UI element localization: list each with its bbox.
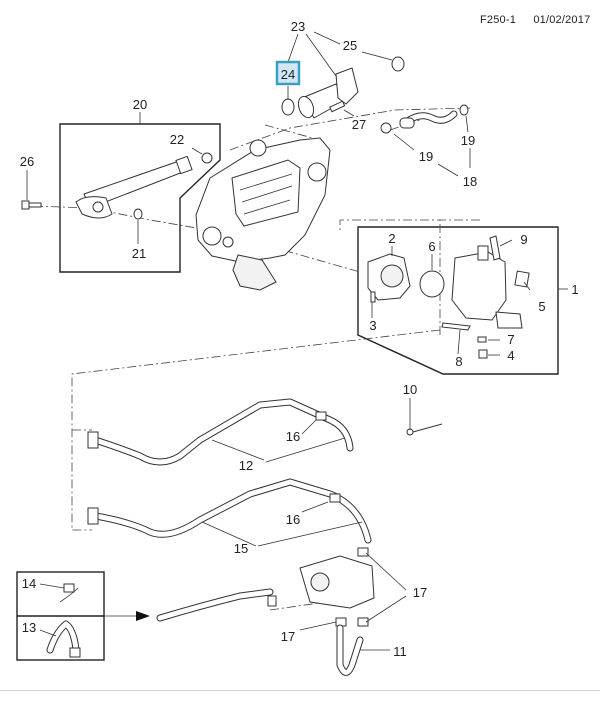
- hose-18: [380, 104, 469, 134]
- water-pump: [299, 547, 375, 627]
- bracket-8: [441, 322, 471, 331]
- callout-24[interactable]: 24: [281, 67, 295, 82]
- group-1-frame: [357, 226, 568, 375]
- inset-hose-13: [46, 620, 81, 658]
- clamp-17c: [357, 617, 369, 627]
- callout-12[interactable]: 12: [239, 458, 253, 473]
- coolant-pipe-20: [75, 152, 213, 220]
- callout-8[interactable]: 8: [455, 354, 462, 369]
- outlet-23: [281, 56, 405, 119]
- leader-lines: [39, 31, 531, 651]
- hose-13-lower: [156, 588, 277, 622]
- callout-27[interactable]: 27: [352, 117, 366, 132]
- callout-15[interactable]: 15: [234, 541, 248, 556]
- o-ring-22: [201, 152, 213, 164]
- callout-17-right[interactable]: 17: [413, 585, 427, 600]
- callout-7[interactable]: 7: [507, 332, 514, 347]
- arrow-icon: [136, 611, 150, 621]
- engine-housing: [195, 137, 331, 291]
- callout-26[interactable]: 26: [20, 154, 34, 169]
- seal-6: [419, 270, 445, 298]
- callout-9[interactable]: 9: [520, 232, 527, 247]
- figure-date: 01/02/2017: [533, 14, 591, 26]
- callout-3[interactable]: 3: [369, 318, 376, 333]
- hose-11: [336, 624, 364, 676]
- footer-divider: [0, 690, 600, 691]
- highlight-callout-box[interactable]: [275, 60, 301, 86]
- bolt-10: [406, 423, 443, 436]
- callout-17-left[interactable]: 17: [281, 629, 295, 644]
- callout-labels: 23 25 24 27 19 19 18 20 22 26 21 2 6 9 1…: [20, 19, 579, 659]
- callout-2[interactable]: 2: [388, 231, 395, 246]
- callout-20[interactable]: 20: [133, 97, 147, 112]
- callout-13[interactable]: 13: [22, 620, 36, 635]
- callout-19-right[interactable]: 19: [461, 133, 475, 148]
- callout-25[interactable]: 25: [343, 38, 357, 53]
- bolt-26: [21, 170, 42, 210]
- o-ring-19b: [459, 104, 469, 116]
- callout-11[interactable]: 11: [393, 644, 407, 659]
- figure-id: F250-1: [480, 14, 517, 26]
- sensor-9: [489, 235, 501, 261]
- o-ring-25: [391, 56, 405, 72]
- callout-4[interactable]: 4: [507, 348, 514, 363]
- callout-18[interactable]: 18: [463, 174, 477, 189]
- thermostat-housing: [367, 235, 530, 359]
- clamp-17a: [357, 547, 369, 557]
- washer-7: [477, 336, 487, 343]
- gasket-5: [514, 270, 530, 288]
- callout-14[interactable]: 14: [22, 576, 36, 591]
- bolt-3: [370, 291, 376, 303]
- group-20-frame: [59, 112, 221, 273]
- o-ring-19a: [380, 122, 392, 134]
- callout-6[interactable]: 6: [428, 239, 435, 254]
- inset-frame: [16, 571, 150, 661]
- callout-23[interactable]: 23: [291, 19, 305, 34]
- callout-16-upper[interactable]: 16: [286, 429, 300, 444]
- inset-clip-14: [59, 583, 79, 603]
- callout-19-left[interactable]: 19: [419, 149, 433, 164]
- hose-12: [87, 398, 354, 466]
- callout-21[interactable]: 21: [132, 246, 146, 261]
- o-ring-24: [281, 98, 295, 116]
- callout-1[interactable]: 1: [571, 282, 578, 297]
- plug-4: [478, 349, 488, 359]
- hose-15: [87, 478, 372, 544]
- o-ring-21: [133, 208, 143, 220]
- callout-22[interactable]: 22: [170, 132, 184, 147]
- callout-16-lower[interactable]: 16: [286, 512, 300, 527]
- callout-10[interactable]: 10: [403, 382, 417, 397]
- callout-5[interactable]: 5: [538, 299, 545, 314]
- diagram-header: F250-1 01/02/2017: [480, 14, 590, 26]
